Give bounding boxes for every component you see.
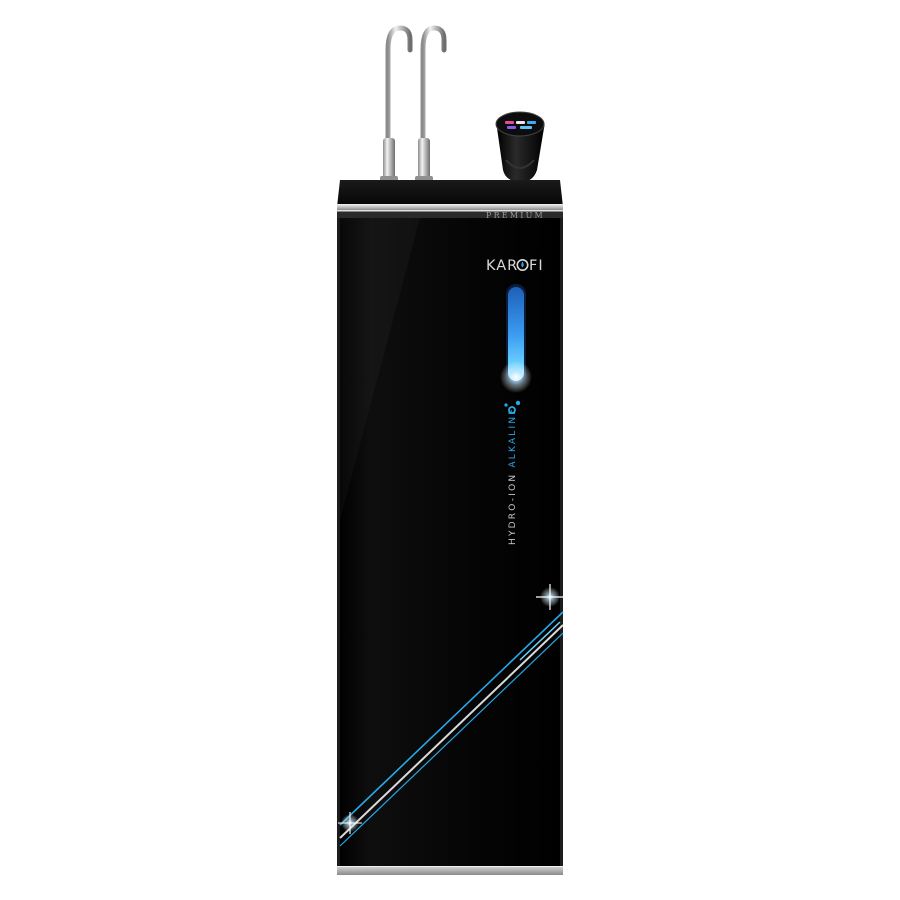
svg-text:HYDRO-ION ALKALINE: HYDRO-ION ALKALINE [508, 407, 518, 545]
side-text-alkaline: ALKALINE [508, 407, 518, 468]
side-text: HYDRO-ION ALKALINE [508, 407, 518, 545]
molecule-icon [504, 400, 521, 414]
premium-label: PREMIUM [486, 211, 545, 220]
sparkle-icon [338, 812, 362, 834]
light-indicator [500, 284, 532, 393]
brand-left: KAR [486, 258, 518, 274]
faucet-left [380, 25, 413, 186]
brand-right: FI [529, 258, 544, 274]
control-display [495, 111, 545, 182]
sparkle-icon [536, 584, 564, 610]
side-text-hydro-ion: HYDRO-ION [508, 468, 518, 545]
water-drop-icon [516, 258, 529, 271]
base-plinth [337, 866, 563, 875]
diagonal-streaks [339, 611, 564, 847]
faucet-right [415, 25, 447, 186]
top-lid [337, 180, 563, 219]
main-body [337, 218, 563, 868]
